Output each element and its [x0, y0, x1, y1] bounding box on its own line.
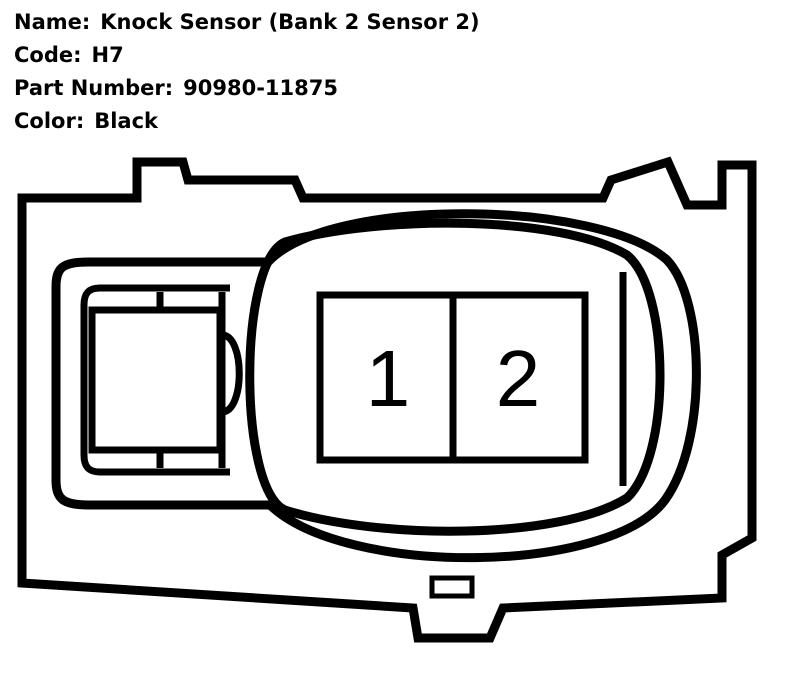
- connector-hood-outer: [51, 209, 701, 563]
- color-value: Black: [94, 109, 159, 133]
- part-number-line: Part Number: 90980-11875: [14, 72, 480, 105]
- lock-tab-bump: [221, 331, 243, 416]
- key-notch: [429, 575, 475, 599]
- connector-info: Name: Knock Sensor (Bank 2 Sensor 2) Code…: [14, 6, 480, 138]
- color-line: Color: Black: [14, 105, 480, 138]
- lock-tab-body: [88, 306, 224, 454]
- part-number-label: Part Number:: [14, 76, 174, 100]
- code-label: Code:: [14, 43, 82, 67]
- connector-hood-inner: [245, 218, 665, 536]
- code-line: Code: H7: [14, 39, 480, 72]
- name-line: Name: Knock Sensor (Bank 2 Sensor 2): [14, 6, 480, 39]
- part-number-value: 90980-11875: [183, 76, 338, 100]
- lock-tab-frame: [80, 284, 230, 476]
- code-value: H7: [91, 43, 124, 67]
- name-value: Knock Sensor (Bank 2 Sensor 2): [100, 10, 480, 34]
- connector-housing-outline: [17, 156, 757, 643]
- color-label: Color:: [14, 109, 85, 133]
- pin-1-label: 1: [366, 334, 411, 423]
- name-label: Name:: [14, 10, 91, 34]
- pin-2-label: 2: [496, 334, 541, 423]
